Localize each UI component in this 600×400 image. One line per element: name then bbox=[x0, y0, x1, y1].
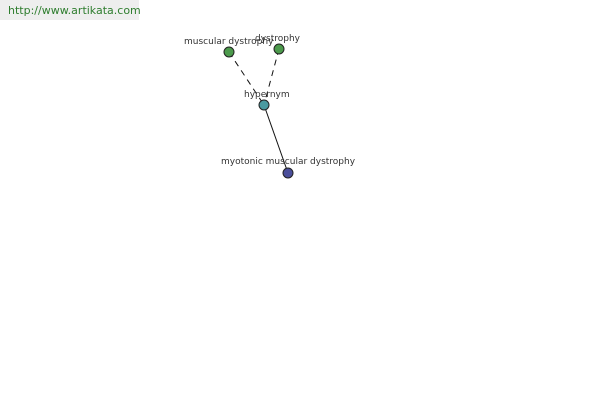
node-dystrophy[interactable]: dystrophy bbox=[255, 34, 301, 55]
source-banner: http://www.artikata.com bbox=[0, 0, 141, 20]
edge-dystrophy-to-hypernym bbox=[263, 48, 280, 106]
node-muscular-dystrophy[interactable]: muscular dystrophy bbox=[184, 37, 274, 58]
node-label: dystrophy bbox=[255, 34, 301, 44]
node-label: myotonic muscular dystrophy bbox=[221, 157, 356, 167]
node-label: hypernym bbox=[244, 90, 290, 100]
node-hypernym[interactable]: hypernym bbox=[244, 90, 290, 111]
edges-layer bbox=[228, 48, 289, 174]
node-marker[interactable] bbox=[273, 43, 285, 55]
node-marker[interactable] bbox=[282, 167, 294, 179]
node-marker[interactable] bbox=[258, 99, 270, 111]
node-myotonic-muscular-dystrophy[interactable]: myotonic muscular dystrophy bbox=[221, 157, 356, 179]
source-link[interactable]: http://www.artikata.com bbox=[8, 4, 141, 17]
node-marker[interactable] bbox=[223, 46, 235, 58]
node-label: muscular dystrophy bbox=[184, 37, 274, 47]
edge-hypernym-to-myotonic-muscular-dystrophy bbox=[263, 104, 289, 174]
